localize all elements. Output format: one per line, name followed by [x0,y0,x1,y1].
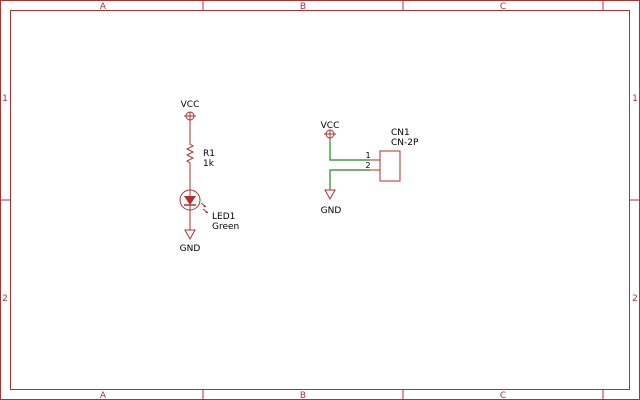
frame-row-label-left: 2 [2,294,8,304]
resistor-r1[interactable]: R1 1k [185,141,215,188]
vcc-power-symbol-right[interactable]: VCC [321,121,340,142]
frame-col-label-top: B [300,2,306,12]
led-led1[interactable]: LED1 Green [179,188,239,232]
frame-col-label-bottom: B [300,391,306,400]
gnd-label: GND [180,244,201,254]
frame-col-label-top: A [100,2,107,12]
vcc-label: VCC [181,100,200,110]
r1-value: 1k [203,159,215,169]
vcc-power-symbol-left[interactable]: VCC [181,100,200,141]
frame-row-label-right: 1 [632,94,638,104]
cn1-pin-2: 2 [365,161,370,170]
vcc-label: VCC [321,121,340,131]
frame-col-label-bottom: A [100,391,107,400]
r1-ref: R1 [203,149,215,159]
net-wires[interactable] [329,142,370,189]
gnd-label: GND [321,206,342,216]
led1-value: Green [212,222,239,232]
cn1-ref: CN1 [391,128,410,138]
connector-cn1[interactable]: 1 2 CN1 CN-2P [365,128,419,182]
gnd-power-symbol-right[interactable]: GND [321,188,342,216]
frame-col-label-bottom: C [500,391,506,400]
gnd-power-symbol-left[interactable]: GND [180,229,201,254]
frame-col-label-top: C [500,2,506,12]
frame-row-label-right: 2 [632,294,638,304]
cn1-pin-1: 1 [365,151,370,160]
led1-ref: LED1 [212,212,235,222]
frame-row-label-left: 1 [2,94,8,104]
cn1-value: CN-2P [391,138,419,148]
